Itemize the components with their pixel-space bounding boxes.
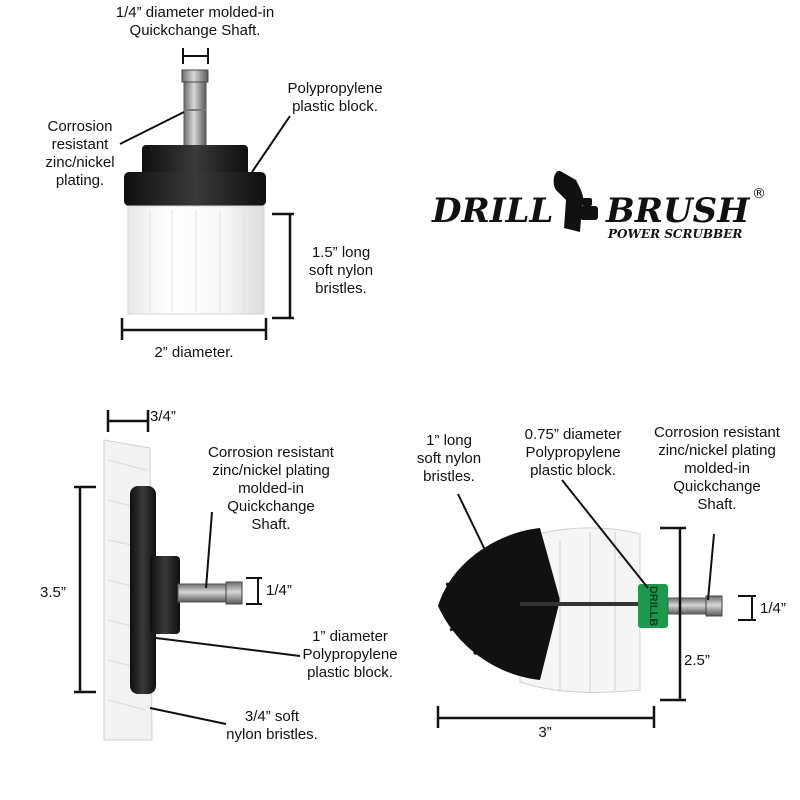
disc-block-label: 1” diameter Polypropylene plastic block. (302, 628, 398, 681)
drill-brush-logo: DRILL BRUSH ® POWER SCRUBBER (431, 170, 766, 241)
brand-tagline: POWER SCRUBBER (607, 227, 742, 241)
tapered-height-label: 2.5” (684, 652, 710, 669)
disc-shaft-label: 1/4” (266, 582, 292, 599)
tapered-bristle-label: 1” long soft nylon bristles. (416, 432, 482, 485)
tapered-plating-label: Corrosion resistant zinc/nickel plating … (654, 424, 780, 513)
registered-mark: ® (752, 186, 766, 202)
top-plating-label: Corrosion resistant zinc/nickel plating. (45, 118, 115, 189)
brand-name-right: BRUSH (605, 191, 751, 231)
tapered-block-label: 0.75” diameter Polypropylene plastic blo… (524, 426, 622, 479)
disc-height-label: 3.5” (40, 584, 66, 601)
tapered-dimension-lines (436, 479, 756, 728)
top-dimension-lines (119, 48, 294, 340)
tapered-shaft-label: 1/4” (760, 600, 786, 617)
collar-text: DRILLB (647, 586, 659, 626)
brand-name-left: DRILL (431, 191, 553, 231)
tapered-length-label: 3” (538, 724, 552, 741)
disc-dimension-lines (74, 410, 301, 725)
top-shaft-label: 1/4” diameter molded-in Quickchange Shaf… (115, 4, 275, 39)
disc-width-label: 3/4” (150, 408, 176, 425)
brand-logo: DRILL BRUSH ® POWER SCRUBBER (430, 158, 770, 248)
top-brush (124, 69, 266, 315)
disc-brush (103, 439, 243, 741)
drill-icon (553, 170, 598, 232)
tapered-brush (438, 527, 723, 693)
disc-bristle-label: 3/4” soft nylon bristles. (226, 708, 318, 743)
top-bristle-label: 1.5” long soft nylon bristles. (308, 244, 374, 297)
top-block-label: Polypropylene plastic block. (287, 80, 383, 115)
disc-plating-label: Corrosion resistant zinc/nickel plating … (208, 444, 334, 533)
top-diameter-label: 2” diameter. (154, 344, 234, 361)
